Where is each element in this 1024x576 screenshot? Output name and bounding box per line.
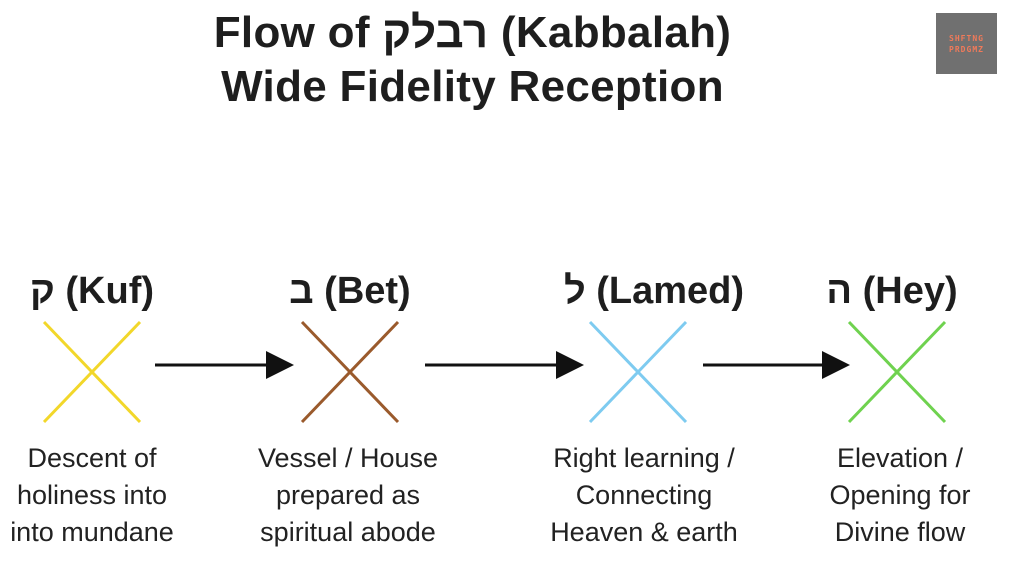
arrow-lamed-to-hey — [703, 351, 850, 379]
cross-bet — [300, 320, 400, 424]
node-desc-line: Divine flow — [834, 517, 966, 547]
node-desc-line: Heaven & earth — [550, 517, 738, 547]
node-desc-line: prepared as — [275, 480, 421, 510]
brand-logo: SHFTNG PRDGMZ — [936, 13, 997, 74]
cross-hey — [847, 320, 947, 424]
node-desc-line: Opening for — [829, 480, 971, 510]
node-label-lamed: ל (Lamed) — [563, 270, 745, 312]
cross-lamed — [588, 320, 688, 424]
node-desc-line: into mundane — [10, 517, 174, 547]
node-desc-kuf: Descent of holiness into into mundane — [10, 440, 174, 551]
node-desc-line: holiness into — [16, 480, 168, 510]
node-label-bet: ב (Bet) — [289, 270, 411, 312]
node-label-kuf: ק (Kuf) — [29, 270, 155, 312]
node-desc-hey: Elevation / Opening for Divine flow — [829, 440, 970, 551]
node-desc-line: Descent of — [27, 443, 157, 473]
title-line-1: Flow of רבלק (Kabbalah) — [213, 8, 732, 57]
cross-kuf — [42, 320, 142, 424]
title-line-2: Wide Fidelity Reception — [221, 62, 724, 111]
node-desc-line: Connecting — [575, 480, 713, 510]
arrow-bet-to-lamed — [425, 351, 584, 379]
arrow-kuf-to-bet — [155, 351, 294, 379]
node-desc-lamed: Right learning / Connecting Heaven & ear… — [550, 440, 738, 551]
node-desc-line: Right learning / — [553, 443, 735, 473]
logo-line-1: SHFTNG — [949, 33, 984, 43]
node-desc-bet: Vessel / House prepared as spiritual abo… — [258, 440, 438, 551]
diagram-title: Flow of רבלק (Kabbalah) Wide Fidelity Re… — [0, 6, 945, 114]
node-label-hey: ה (Hey) — [826, 270, 958, 312]
node-desc-line: Vessel / House — [257, 443, 439, 473]
node-desc-line: spiritual abode — [260, 517, 436, 547]
logo-line-2: PRDGMZ — [949, 44, 984, 54]
node-desc-line: Elevation / — [836, 443, 964, 473]
